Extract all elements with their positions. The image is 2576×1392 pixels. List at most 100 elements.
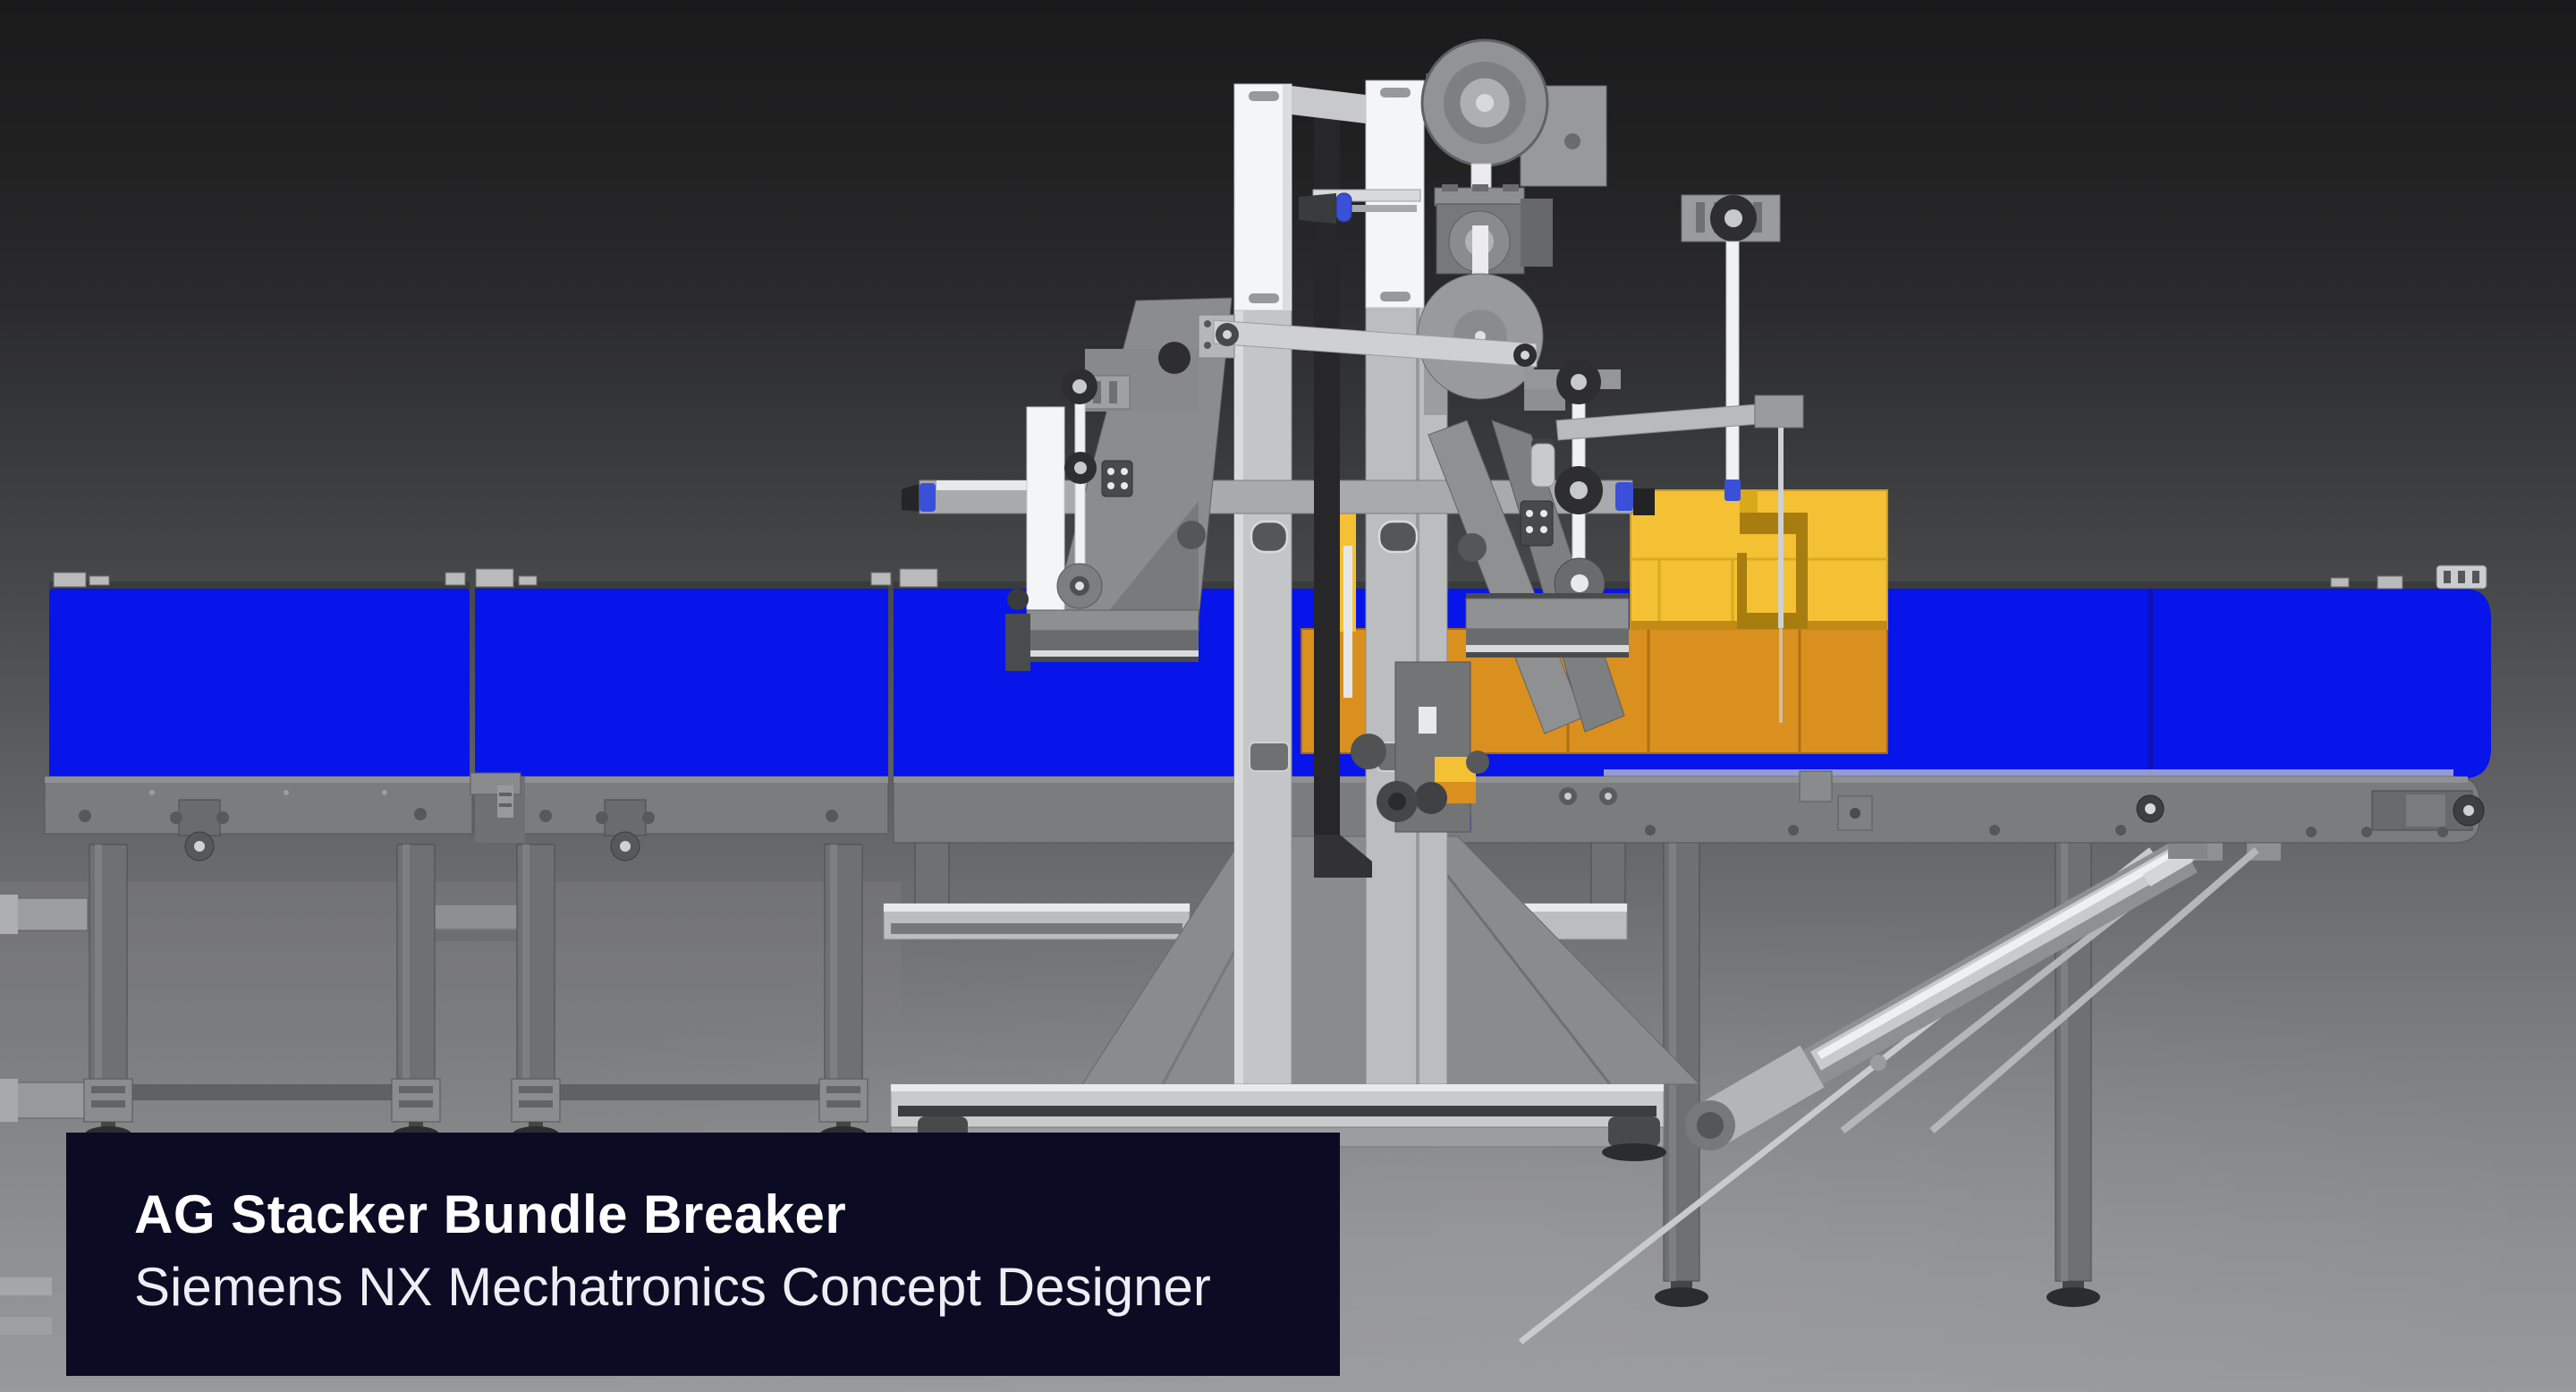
caption-subtitle: Siemens NX Mechatronics Concept Designer (134, 1257, 1211, 1318)
belt-tensioner-part (604, 799, 647, 836)
conveyor-leg-part (399, 1086, 433, 1093)
bundle-stair-notch (1737, 490, 1808, 629)
probe-rod (1778, 428, 1784, 628)
belt-top-rail (49, 581, 470, 590)
conveyor-frames-part (475, 777, 888, 783)
blue-sensor (1335, 192, 1352, 223)
right-breaker-assembly-part (1466, 629, 1629, 645)
outfeed-conveyor-legs (1655, 829, 2281, 1307)
infeed-frame-1 (44, 776, 473, 835)
conveyor-frames-part (1645, 825, 1656, 836)
conveyor-belts-part (1604, 581, 2464, 590)
support-rods-part (1870, 1055, 1886, 1071)
top-drive-part (1521, 199, 1553, 267)
conveyor-leg-part (91, 1100, 125, 1108)
belt-clamp-part (445, 572, 466, 586)
machine-mast-part (1380, 88, 1411, 98)
conveyor-leg-part (402, 845, 410, 1118)
left-breaker-assembly-part (1158, 342, 1191, 374)
infeed-frame-2 (474, 776, 889, 835)
right-breaker-assembly-part (1540, 510, 1547, 517)
pneumatic-cylinder-part (1817, 845, 2187, 1059)
machine-stand-part (1377, 520, 1419, 554)
left-breaker-assembly-part (1107, 468, 1114, 475)
top-drive-part (1204, 320, 1211, 327)
outfeed-conveyor-legs-part (1655, 1287, 1708, 1307)
top-drive-part (1564, 133, 1580, 149)
belt-clamp-part (2377, 575, 2403, 590)
caption-title: AG Stacker Bundle Breaker (134, 1184, 847, 1244)
conveyor-leg (818, 844, 869, 1142)
infeed-belt-1 (49, 589, 470, 778)
left-breaker-assembly-part (1027, 650, 1199, 657)
sensor-panel (1101, 460, 1133, 497)
conveyor-frames-part (284, 790, 289, 795)
pneumatic-cylinder-part (1697, 1112, 1724, 1139)
belt-tensioner-part (194, 841, 205, 852)
drive-arm (1213, 319, 1538, 368)
conveyor-belts-part (2458, 571, 2465, 583)
belt-clamp-part (89, 575, 110, 586)
belt-tensioner-part (620, 841, 631, 852)
conveyor-frames-part (884, 904, 1190, 912)
gripper-beam-part (902, 483, 921, 512)
bundle-stair-notch-part (1737, 553, 1747, 629)
center-bottom-cluster (1351, 661, 1489, 833)
left-breaker-assembly-part (1027, 657, 1199, 662)
conveyor-leg-part (519, 1086, 553, 1093)
chain-hook (1314, 835, 1372, 878)
left-breaker-assembly-part (1107, 482, 1114, 489)
left-breaker-assembly-part (1121, 468, 1128, 475)
machine-stand-part (1234, 310, 1243, 1109)
machine-mast-part (1249, 293, 1279, 303)
bundle-stair-notch-part (1740, 490, 1758, 513)
belt-clamp-part (53, 572, 87, 588)
belt-clamp-part (475, 568, 514, 588)
beam-end-cap (1615, 482, 1633, 511)
conveyor-frames-part (414, 808, 427, 820)
right-breaker-assembly-part (1696, 202, 1705, 233)
left-breaker-assembly-part (1072, 379, 1087, 394)
conveyor-frames-part (382, 790, 387, 795)
gripper-beam-part (936, 480, 1029, 490)
conveyor-frames-part (2361, 827, 2372, 837)
conveyor-leg-part (826, 1100, 860, 1108)
right-breaker-assembly-part (1753, 202, 1762, 233)
left-breaker-assembly-part (1121, 482, 1128, 489)
conveyor-leg-part (95, 845, 102, 1118)
stand-post-left (1233, 310, 1292, 1110)
right-breaker-assembly-part (1571, 374, 1587, 390)
conveyor-belts-part (1604, 769, 2453, 777)
belt-clamp-part (899, 568, 938, 588)
machine-stand-part (891, 1084, 1664, 1091)
gear (1177, 521, 1206, 549)
top-drive-part (1476, 94, 1494, 112)
belt-tensioner-part (178, 799, 221, 836)
belt-tensioner (596, 799, 655, 862)
conveyor-frames-part (914, 842, 950, 906)
bundle-stair-notch-part (1740, 513, 1807, 534)
infeed-conveyor-legs-part (435, 905, 517, 929)
belt-clamp-part (870, 572, 892, 586)
belt-tensioner-part (216, 811, 229, 824)
caption-overlay: AG Stacker Bundle Breaker Siemens NX Mec… (66, 1133, 1340, 1376)
left-breaker-assembly-part (1074, 462, 1087, 474)
bundle-stair-notch-part (1796, 513, 1808, 629)
machine-mast-part (1292, 86, 1366, 123)
infeed-conveyor-legs-part (435, 930, 517, 941)
right-breaker-assembly-part (1540, 526, 1547, 533)
conveyor-frames-part (2306, 827, 2317, 837)
right-breaker-assembly-part (1526, 526, 1533, 533)
conveyor-frames-part (1788, 825, 1799, 836)
conveyor-belts-part (2472, 571, 2479, 583)
machine-stand-part (1602, 1143, 1666, 1161)
belt-tensioner-part (596, 811, 608, 824)
gear (1458, 533, 1487, 562)
belt-clamp-part (518, 575, 538, 586)
machine-stand-part (898, 1106, 1657, 1116)
top-drive-part (1204, 342, 1211, 349)
bundle-breaker-machine (902, 38, 1804, 878)
infeed-conveyor-legs-part (555, 1084, 825, 1100)
base-plate (1026, 609, 1199, 632)
